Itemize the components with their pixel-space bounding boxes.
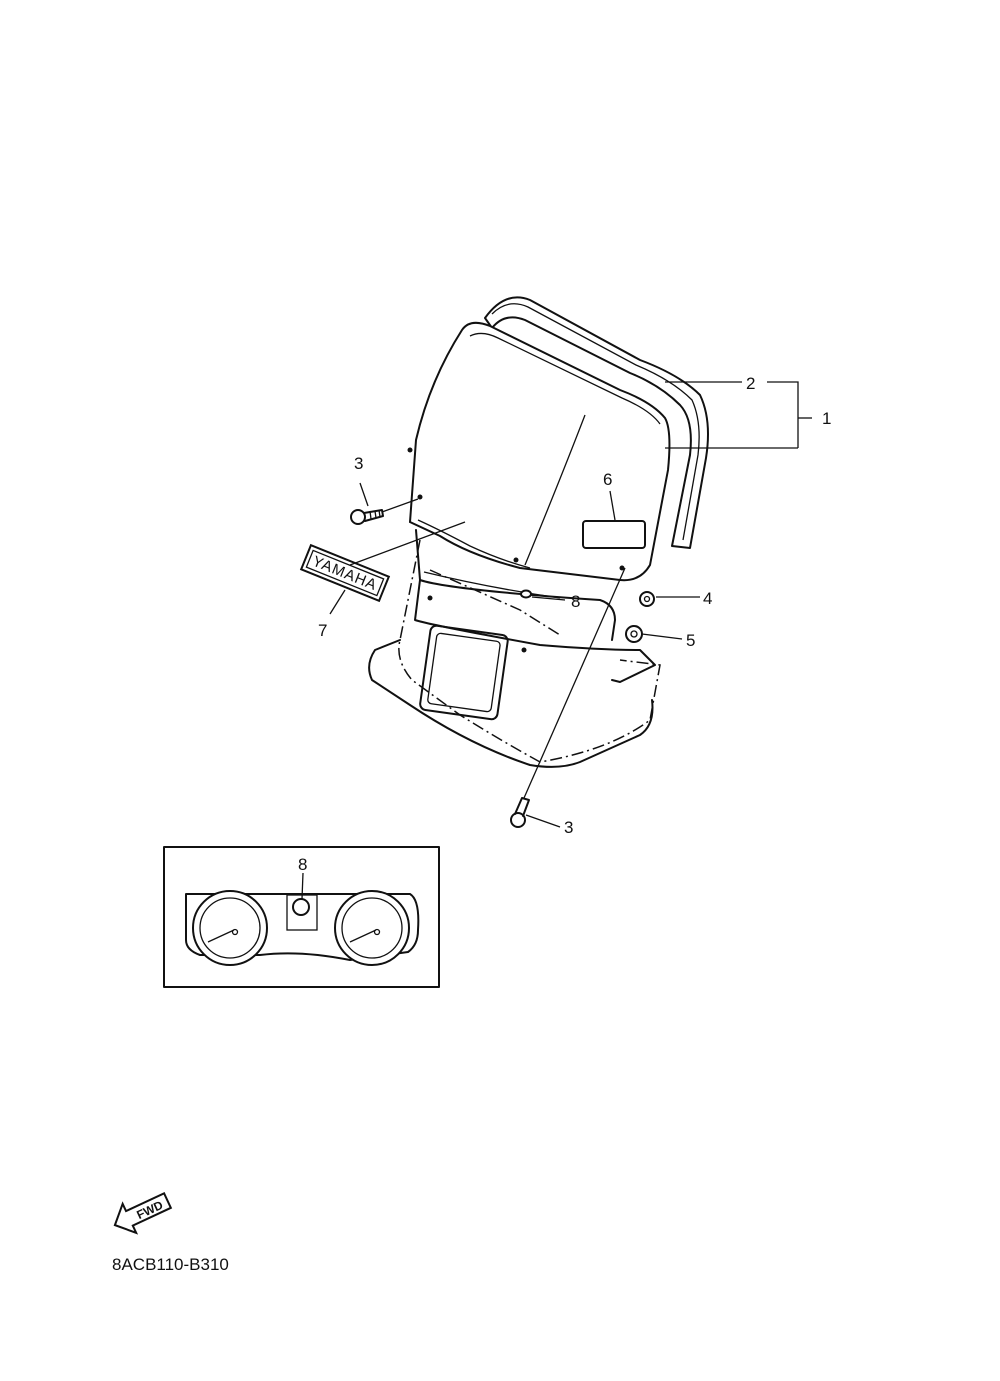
callout-2: 2	[746, 374, 755, 393]
nut	[639, 591, 655, 607]
headlight-cowling	[368, 529, 661, 768]
meter-panel-inset: 8	[163, 846, 440, 988]
callout-3-upper: 3	[354, 454, 363, 473]
callout-3-lower: 3	[564, 818, 573, 837]
windshield	[407, 321, 671, 582]
callout-4: 4	[703, 589, 712, 608]
label-decal	[582, 520, 646, 549]
callout-7: 7	[318, 621, 327, 640]
windshield-seal	[484, 296, 709, 549]
callout-5: 5	[686, 631, 695, 650]
yamaha-emblem: YAMAHA	[299, 543, 391, 603]
bolt-lower	[510, 797, 530, 828]
leader-lines	[329, 381, 812, 828]
callout-1: 1	[822, 409, 831, 428]
callout-8: 8	[571, 592, 580, 611]
callout-6: 6	[603, 470, 612, 489]
fwd-arrow-icon: FWD	[113, 1192, 173, 1235]
bolt-upper	[350, 509, 384, 525]
callout-8-inset: 8	[298, 855, 307, 874]
plug	[520, 589, 532, 599]
diagram-code: 8ACB110-B310	[112, 1255, 229, 1274]
grommet	[625, 625, 643, 643]
